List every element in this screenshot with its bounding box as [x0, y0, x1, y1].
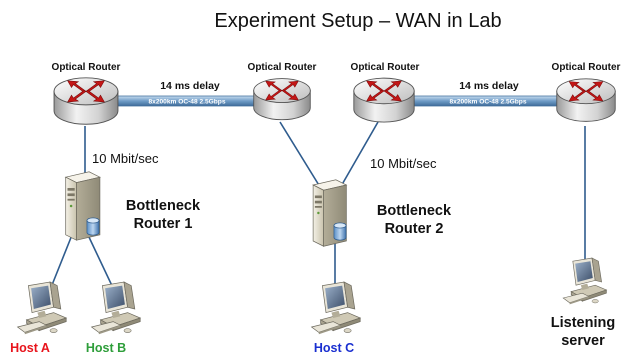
link-bottleneck1-hostb	[87, 234, 115, 291]
link-right-delay: 14 ms delay	[459, 80, 519, 92]
diagram-title: Experiment Setup – WAN in Lab	[214, 10, 501, 32]
workstation-icon	[562, 257, 607, 305]
access-speed-router1: 10 Mbit/sec	[92, 151, 159, 166]
bottleneck-1-line2: Router 1	[134, 216, 193, 232]
router-3-label: Optical Router	[351, 62, 420, 73]
server-line1: Listening	[551, 315, 615, 331]
fiber-link-left: 8x200km OC-48 2.5Gbps	[111, 95, 263, 107]
router-4-label: Optical Router	[552, 62, 621, 73]
listening-server: Listening server	[551, 257, 615, 349]
router-icon	[353, 77, 415, 123]
router-icon	[556, 78, 616, 122]
link-left-delay: 14 ms delay	[160, 80, 220, 92]
bottleneck-router-1: Bottleneck Router 1	[65, 171, 201, 241]
router-icon	[253, 78, 311, 121]
router-icon	[53, 77, 119, 125]
router-2-label: Optical Router	[248, 62, 317, 73]
bottleneck-1-line1: Bottleneck	[126, 198, 201, 214]
bottleneck-2-line2: Router 2	[385, 221, 444, 237]
connection-lines	[49, 121, 586, 291]
link-right-spec: 8x200km OC-48 2.5Gbps	[450, 99, 527, 106]
workstation-icon	[91, 281, 141, 335]
optical-router-2: Optical Router	[248, 62, 317, 121]
workstation-icon	[311, 281, 361, 335]
link-left-spec: 8x200km OC-48 2.5Gbps	[149, 99, 226, 106]
bottleneck-2-line1: Bottleneck	[377, 203, 452, 219]
link-bottleneck1-hosta	[49, 234, 73, 291]
disk-icon	[333, 222, 347, 241]
optical-router-3: Optical Router	[351, 62, 420, 123]
host-c-label: Host C	[314, 341, 354, 355]
server-line2: server	[561, 333, 605, 349]
access-speed-router2: 10 Mbit/sec	[370, 156, 437, 171]
optical-router-1: Optical Router	[52, 62, 121, 125]
workstation-icon	[17, 281, 67, 335]
host-a-label: Host A	[10, 341, 50, 355]
host-a: Host A	[10, 281, 67, 355]
host-b: Host B	[86, 281, 141, 355]
router-1-label: Optical Router	[52, 62, 121, 73]
optical-router-4: Optical Router	[552, 62, 621, 122]
link-router3-bottleneck2	[335, 121, 379, 196]
host-b-label: Host B	[86, 341, 126, 355]
host-c: Host C	[311, 281, 361, 355]
disk-icon	[86, 217, 100, 236]
link-router2-bottleneck2	[279, 121, 326, 196]
bottleneck-router-2: Bottleneck Router 2	[312, 179, 452, 247]
fiber-link-right: 8x200km OC-48 2.5Gbps	[412, 95, 564, 107]
